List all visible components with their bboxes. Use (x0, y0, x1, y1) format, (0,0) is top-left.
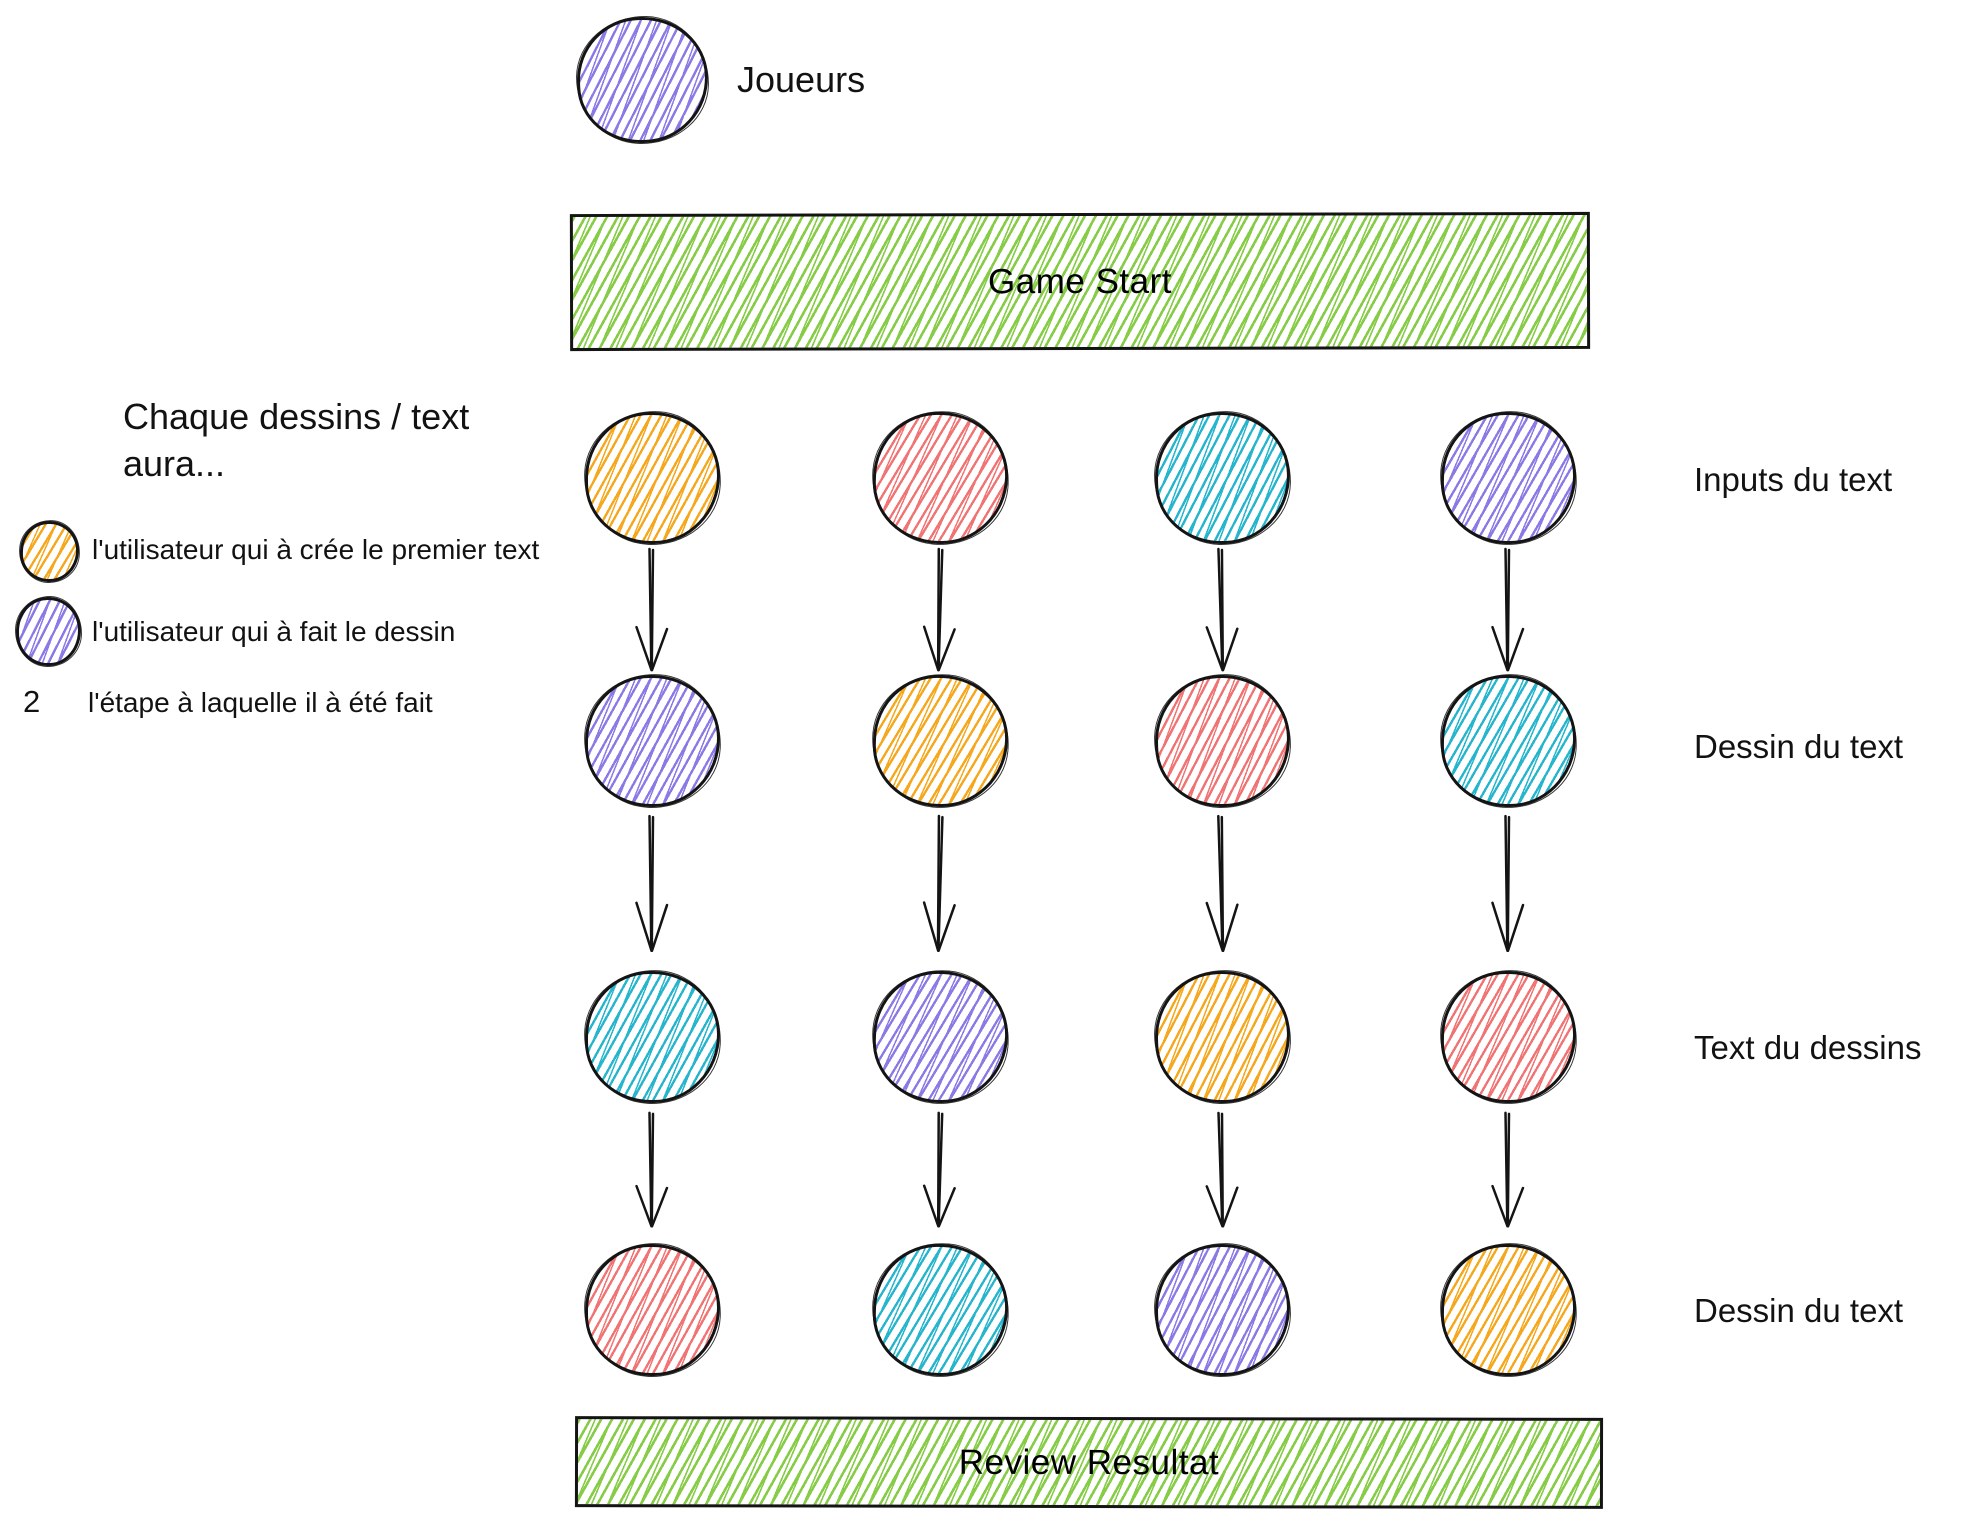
down-arrow-icon (1491, 814, 1525, 953)
row-label-dessin-du-text-2: Dessin du text (1694, 1292, 1904, 1329)
row-label-text-du-dessins: Text du dessins (1694, 1029, 1922, 1066)
row-label-dessin-du-text: Dessin du text (1694, 728, 1904, 765)
game-start-banner: Game Start (569, 211, 1591, 352)
review-resultat-banner: Review Resultat (574, 1416, 1604, 1509)
step3-circle-4 (1439, 969, 1578, 1105)
step1-circle-2 (870, 409, 1011, 547)
step1-circle-1 (585, 412, 720, 544)
review-resultat-label: Review Resultat (958, 1442, 1220, 1482)
joueurs-circle (574, 14, 711, 146)
step2-circle-2 (870, 672, 1011, 810)
legend-drawing-author-circle (14, 595, 83, 668)
step4-circle-1 (585, 1244, 720, 1376)
step4-circle-3 (1153, 1242, 1292, 1378)
legend-step-label: l'étape à laquelle il à été fait (88, 687, 433, 718)
step3-circle-3 (1153, 969, 1292, 1105)
step2-circle-4 (1439, 673, 1578, 809)
legend-heading-line1: Chaque dessins / text (123, 396, 470, 437)
step4-circle-4 (1439, 1242, 1578, 1378)
legend-heading-line2: aura... (123, 443, 226, 484)
down-arrow-icon (1491, 547, 1525, 672)
down-arrow-icon (1205, 547, 1239, 672)
down-arrow-icon (1491, 1111, 1525, 1228)
down-arrow-icon (1205, 1111, 1239, 1228)
joueurs-label: Joueurs (737, 59, 866, 100)
step1-circle-4 (1439, 410, 1578, 546)
row-label-inputs-du-text: Inputs du text (1694, 461, 1893, 498)
step2-circle-1 (585, 675, 720, 807)
down-arrow-icon (922, 547, 956, 672)
step3-circle-1 (585, 971, 720, 1103)
down-arrow-icon (635, 814, 669, 953)
down-arrow-icon (635, 547, 669, 672)
legend-first-text-author-label: l'utilisateur qui à crée le premier text (92, 534, 540, 565)
step2-circle-3 (1153, 673, 1292, 809)
step4-circle-2 (870, 1241, 1011, 1379)
game-start-label: Game Start (987, 261, 1173, 301)
down-arrow-icon (635, 1111, 669, 1228)
legend-step-number: 2 (23, 684, 41, 719)
legend-heading: Chaque dessins / text aura... (123, 393, 469, 487)
legend-drawing-author-label: l'utilisateur qui à fait le dessin (92, 616, 456, 647)
down-arrow-icon (922, 1111, 956, 1228)
down-arrow-icon (922, 814, 956, 953)
down-arrow-icon (1205, 814, 1239, 953)
legend-first-text-author-circle (18, 519, 81, 584)
step3-circle-2 (870, 968, 1011, 1106)
step1-circle-3 (1153, 410, 1292, 546)
